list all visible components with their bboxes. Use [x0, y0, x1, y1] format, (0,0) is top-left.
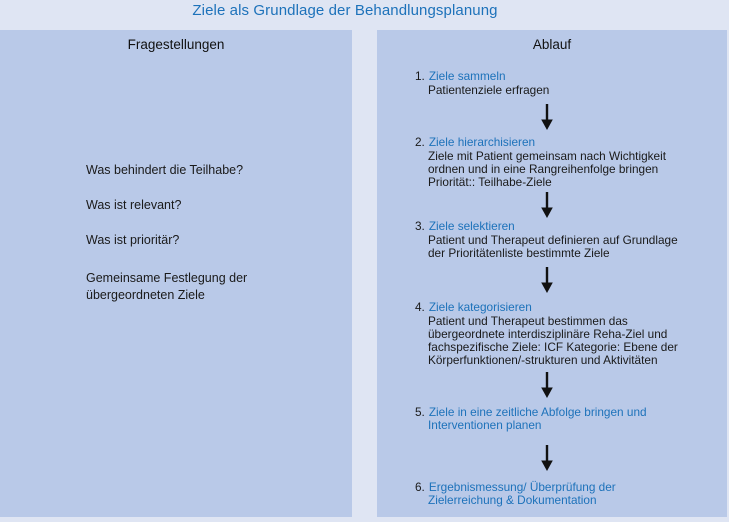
process-step-4: 4.Ziele kategorisieren Patient und Thera…	[415, 301, 717, 367]
step-label: Ziele in eine zeitliche Abfolge bringen …	[428, 405, 647, 432]
question-item: Was ist prioritär?	[86, 233, 180, 247]
process-step-3: 3.Ziele selektieren Patient und Therapeu…	[415, 220, 717, 260]
step-label: Ziele sammeln	[428, 69, 506, 83]
step-label: Ziele kategorisieren	[428, 300, 532, 314]
step-number: 4.	[415, 300, 425, 314]
question-item: Was ist relevant?	[86, 198, 182, 212]
process-step-6: 6.Ergebnismessung/ Überprüfung der Ziele…	[415, 481, 717, 507]
step-number: 1.	[415, 69, 425, 83]
arrow-down-icon	[540, 192, 554, 218]
step-description: Patientenziele erfragen	[428, 83, 550, 97]
question-item: Was behindert die Teilhabe?	[86, 163, 244, 177]
process-panel: Ablauf 1.Ziele sammeln Patientenziele er…	[377, 30, 727, 517]
arrow-down-icon	[540, 104, 554, 130]
step-label: Ziele selektieren	[428, 219, 515, 233]
arrow-down-icon	[540, 445, 554, 471]
step-number: 3.	[415, 219, 425, 233]
step-label: Ergebnismessung/ Überprüfung der Zielerr…	[428, 480, 616, 507]
diagram-title: Ziele als Grundlage der Behandlungsplanu…	[192, 2, 498, 19]
questions-panel-header: Fragestellungen	[127, 37, 225, 52]
step-number: 5.	[415, 405, 425, 419]
step-label: Ziele hierarchisieren	[428, 135, 536, 149]
process-step-5: 5.Ziele in eine zeitliche Abfolge bringe…	[415, 406, 717, 432]
step-description: Patient und Therapeut definieren auf Gru…	[428, 233, 678, 260]
questions-panel: Fragestellungen Was behindert die Teilha…	[0, 30, 352, 517]
arrow-down-icon	[540, 267, 554, 293]
step-description: Patient und Therapeut bestimmen das über…	[428, 314, 678, 367]
step-number: 6.	[415, 480, 425, 494]
step-number: 2.	[415, 135, 425, 149]
process-panel-header: Ablauf	[532, 37, 572, 52]
process-step-2: 2.Ziele hierarchisieren Ziele mit Patien…	[415, 136, 717, 189]
step-description: Ziele mit Patient gemeinsam nach Wichtig…	[428, 149, 666, 189]
arrow-down-icon	[540, 372, 554, 398]
question-item: Gemeinsame Festlegung der übergeordneten…	[86, 271, 248, 302]
process-step-1: 1.Ziele sammeln Patientenziele erfragen	[415, 70, 717, 97]
